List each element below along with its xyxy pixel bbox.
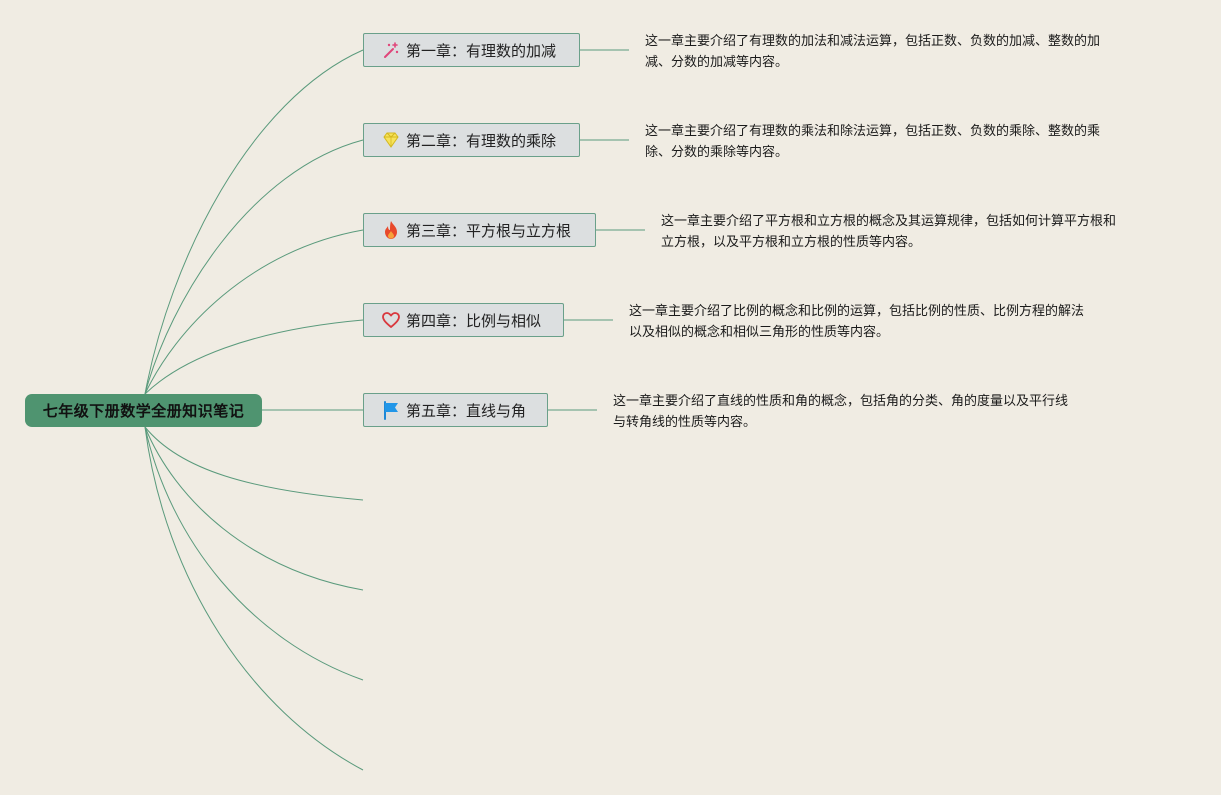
chapter-node-2[interactable]: 第二章：有理数的乘除 [363, 123, 580, 157]
branch-line-6 [144, 426, 364, 501]
chapter-node-1[interactable]: 第一章：有理数的加减 [363, 33, 580, 67]
flag-icon [380, 399, 402, 421]
root-topic[interactable]: 七年级下册数学全册知识笔记 [25, 394, 262, 427]
chapter-label-2: 第二章：有理数的乘除 [406, 131, 557, 150]
branch-line-7 [144, 426, 364, 591]
branch-line-4 [144, 319, 364, 395]
branch-line-2 [144, 139, 364, 395]
chapter-label-5: 第五章：直线与角 [406, 401, 527, 420]
chapter-node-3[interactable]: 第三章：平方根与立方根 [363, 213, 596, 247]
root-topic-label: 七年级下册数学全册知识笔记 [42, 402, 245, 420]
chapter-label-4: 第四章：比例与相似 [406, 311, 542, 330]
chapter-desc-3: 这一章主要介绍了平方根和立方根的概念及其运算规律，包括如何计算平方根和 立方根，… [661, 214, 1117, 250]
branch-line-3 [144, 229, 364, 395]
branch-line-9 [144, 426, 364, 771]
chapter-desc-4: 这一章主要介绍了比例的概念和比例的运算，包括比例的性质、比例方程的解法 以及相似… [629, 304, 1085, 340]
branch-line-1 [144, 49, 364, 395]
chapter-label-1: 第一章：有理数的加减 [406, 41, 557, 60]
fire-icon [380, 219, 402, 241]
chapter-desc-1: 这一章主要介绍了有理数的加法和减法运算，包括正数、负数的加减、整数的加 减、分数… [645, 34, 1101, 70]
chapter-desc-5: 这一章主要介绍了直线的性质和角的概念，包括角的分类、角的度量以及平行线 与转角线… [613, 394, 1069, 430]
chapter-node-4[interactable]: 第四章：比例与相似 [363, 303, 564, 337]
branch-line-8 [144, 426, 364, 681]
diamond-icon [380, 129, 402, 151]
heart-icon [380, 309, 402, 331]
chapter-node-5[interactable]: 第五章：直线与角 [363, 393, 548, 427]
magic-wand-icon [380, 39, 402, 61]
chapter-desc-2: 这一章主要介绍了有理数的乘法和除法运算，包括正数、负数的乘除、整数的乘 除、分数… [645, 124, 1101, 160]
chapter-label-3: 第三章：平方根与立方根 [406, 221, 572, 240]
